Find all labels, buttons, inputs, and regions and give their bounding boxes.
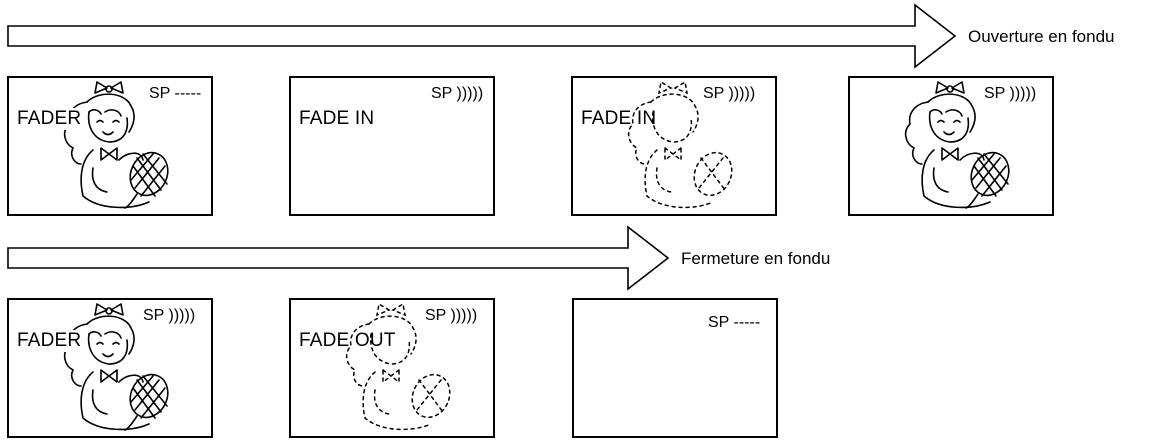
frame-caption: FADE IN (299, 108, 375, 129)
frame-fade-out-dissolve: SP ))))) FADE OUT (289, 298, 495, 438)
frame-fader-start: SP ----- FADER (7, 76, 213, 216)
frame-fade-in-blank: SP ))))) FADE IN (289, 76, 495, 216)
mode-indicator: SP ----- (149, 85, 202, 102)
frame-fade-in-complete: SP ))))) (848, 76, 1054, 216)
girl-icon (63, 303, 169, 431)
girl-dissolving-icon (345, 302, 451, 431)
girl-icon (904, 81, 1010, 209)
girl-dissolving-icon (627, 80, 733, 209)
fade-out-label: Fermeture en fondu (681, 249, 831, 268)
mode-indicator: SP ))))) (984, 85, 1037, 102)
mode-indicator: SP ))))) (703, 85, 756, 102)
frame-caption: FADER (17, 108, 82, 130)
frame-fade-out-blank: SP ----- (572, 298, 778, 438)
frame-caption: FADER (17, 330, 82, 352)
frame-caption: FADE OUT (299, 330, 396, 351)
frame-fader-before-out: SP ))))) FADER (7, 298, 213, 438)
mode-indicator: SP ----- (708, 314, 761, 331)
frame-fade-in-dissolve: SP ))))) FADE IN (571, 76, 777, 216)
mode-indicator: SP ))))) (431, 85, 484, 102)
mode-indicator: SP ))))) (425, 307, 478, 324)
fade-in-label: Ouverture en fondu (968, 27, 1115, 46)
mode-indicator: SP ))))) (143, 307, 196, 324)
frame-caption: FADE IN (581, 108, 657, 129)
